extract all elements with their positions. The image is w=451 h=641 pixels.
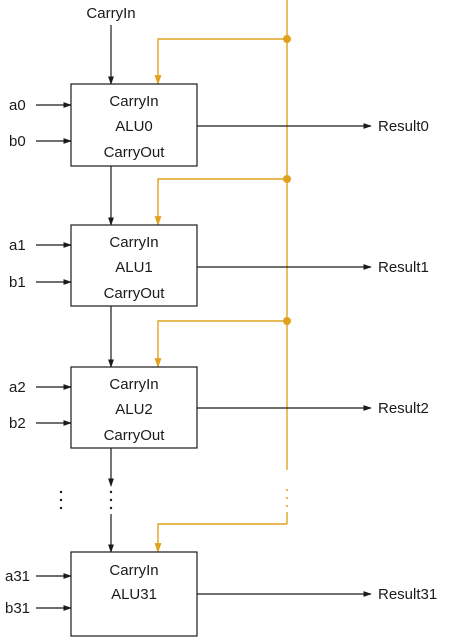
carry-ellipsis-dot (109, 498, 113, 502)
operation-tap-alu0 (154, 38, 287, 85)
alu2-box (70, 366, 198, 449)
alu1-carry-in-label: CarryIn (109, 234, 158, 251)
operation-tap-alu1 (154, 178, 287, 226)
alu0-carry-out-label: CarryOut (104, 144, 166, 161)
carry-ellipsis-dot (109, 506, 113, 510)
alu31-name-label: ALU31 (111, 586, 157, 603)
operation-bus (154, 0, 291, 553)
operation-bus-ellipsis-dot (286, 505, 288, 507)
result31-label: Result31 (378, 586, 437, 603)
alu0-carry-in-label: CarryIn (109, 93, 158, 110)
inputs-ellipsis-dot (59, 506, 63, 510)
alu1-name-label: ALU1 (115, 259, 153, 276)
top-carry-in-label: CarryIn (86, 5, 135, 22)
inputs-ellipsis-dot (59, 498, 63, 502)
alu0-box (70, 83, 198, 167)
alu1-carry-out-label: CarryOut (104, 285, 166, 302)
alu-block-31: a31 b31 CarryIn ALU31 Result31 (5, 551, 437, 637)
alu2-name-label: ALU2 (115, 401, 153, 418)
result1-label: Result1 (378, 259, 429, 276)
input-a31-label: a31 (5, 568, 30, 585)
alu2-carry-out-label: CarryOut (104, 427, 166, 444)
input-b2-label: b2 (9, 415, 26, 432)
input-a2-label: a2 (9, 379, 26, 396)
alu2-carry-in-label: CarryIn (109, 376, 158, 393)
operation-junction-dot (283, 35, 291, 43)
input-a1-label: a1 (9, 237, 26, 254)
alu31-carry-in-label: CarryIn (109, 562, 158, 579)
operation-bus-ellipsis-dot (286, 489, 288, 491)
result0-label: Result0 (378, 118, 429, 135)
result2-label: Result2 (378, 400, 429, 417)
alu-block-0: a0 b0 CarryIn ALU0 CarryOut Result0 (9, 83, 429, 226)
alu0-name-label: ALU0 (115, 118, 153, 135)
input-b1-label: b1 (9, 274, 26, 291)
inputs-ellipsis-dot (59, 490, 63, 494)
carry-ellipsis-dot (109, 490, 113, 494)
alu-block-2: a2 b2 CarryIn ALU2 CarryOut Result2 (9, 366, 429, 487)
alu-block-1: a1 b1 CarryIn ALU1 CarryOut Result1 (9, 224, 429, 368)
operation-junction-dot (283, 317, 291, 325)
input-b0-label: b0 (9, 133, 26, 150)
alu1-box (70, 224, 198, 307)
alu31-box (70, 551, 198, 637)
operation-tap-alu31 (154, 523, 287, 553)
operation-junction-dot (283, 175, 291, 183)
operation-bus-ellipsis-dot (286, 497, 288, 499)
operation-tap-alu2 (154, 320, 287, 368)
input-a0-label: a0 (9, 97, 26, 114)
input-b31-label: b31 (5, 600, 30, 617)
ellipsis-section (59, 490, 114, 553)
